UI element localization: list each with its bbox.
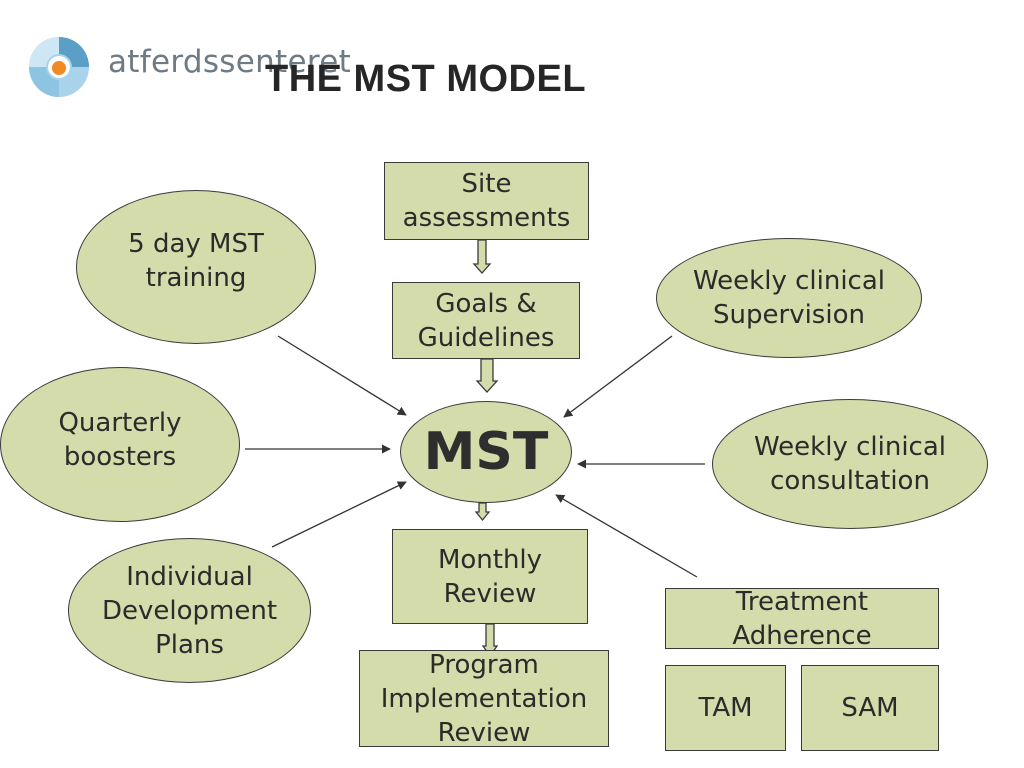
arrow-supervision-to-mst [563, 335, 673, 418]
arrow-adherence-to-mst [555, 494, 698, 578]
logo-text: atferdssenteret [108, 44, 352, 80]
program-implementation-review-box: Program Implementation Review [359, 650, 609, 748]
goals-guidelines-box: Goals & Guidelines [392, 282, 580, 359]
arrow-goals-to-mst [475, 358, 499, 393]
arrow-site-to-goals [472, 239, 492, 274]
tam-box: TAM [665, 665, 786, 751]
mst-training-ellipse: 5 day MST training [76, 190, 316, 344]
page-title: THE MST MODEL [265, 58, 587, 100]
sam-box: SAM [801, 665, 939, 751]
weekly-consultation-ellipse: Weekly clinical consultation [712, 399, 988, 529]
treatment-adherence-box: Treatment Adherence [665, 587, 939, 651]
weekly-supervision-ellipse: Weekly clinical Supervision [656, 238, 922, 358]
monthly-review-box: Monthly Review [392, 529, 588, 624]
arrow-mst-to-monthly [474, 502, 491, 522]
quarterly-boosters-ellipse: Quarterly boosters [0, 367, 240, 522]
arrow-idp-to-mst [271, 481, 407, 548]
mst-center-node: MST [400, 401, 572, 503]
atferdssenteret-logo-icon [29, 37, 89, 97]
arrow-training-to-mst [277, 335, 407, 416]
site-assessments-box: Site assessments [384, 162, 589, 240]
individual-development-plans-ellipse: Individual Development Plans [68, 538, 311, 683]
